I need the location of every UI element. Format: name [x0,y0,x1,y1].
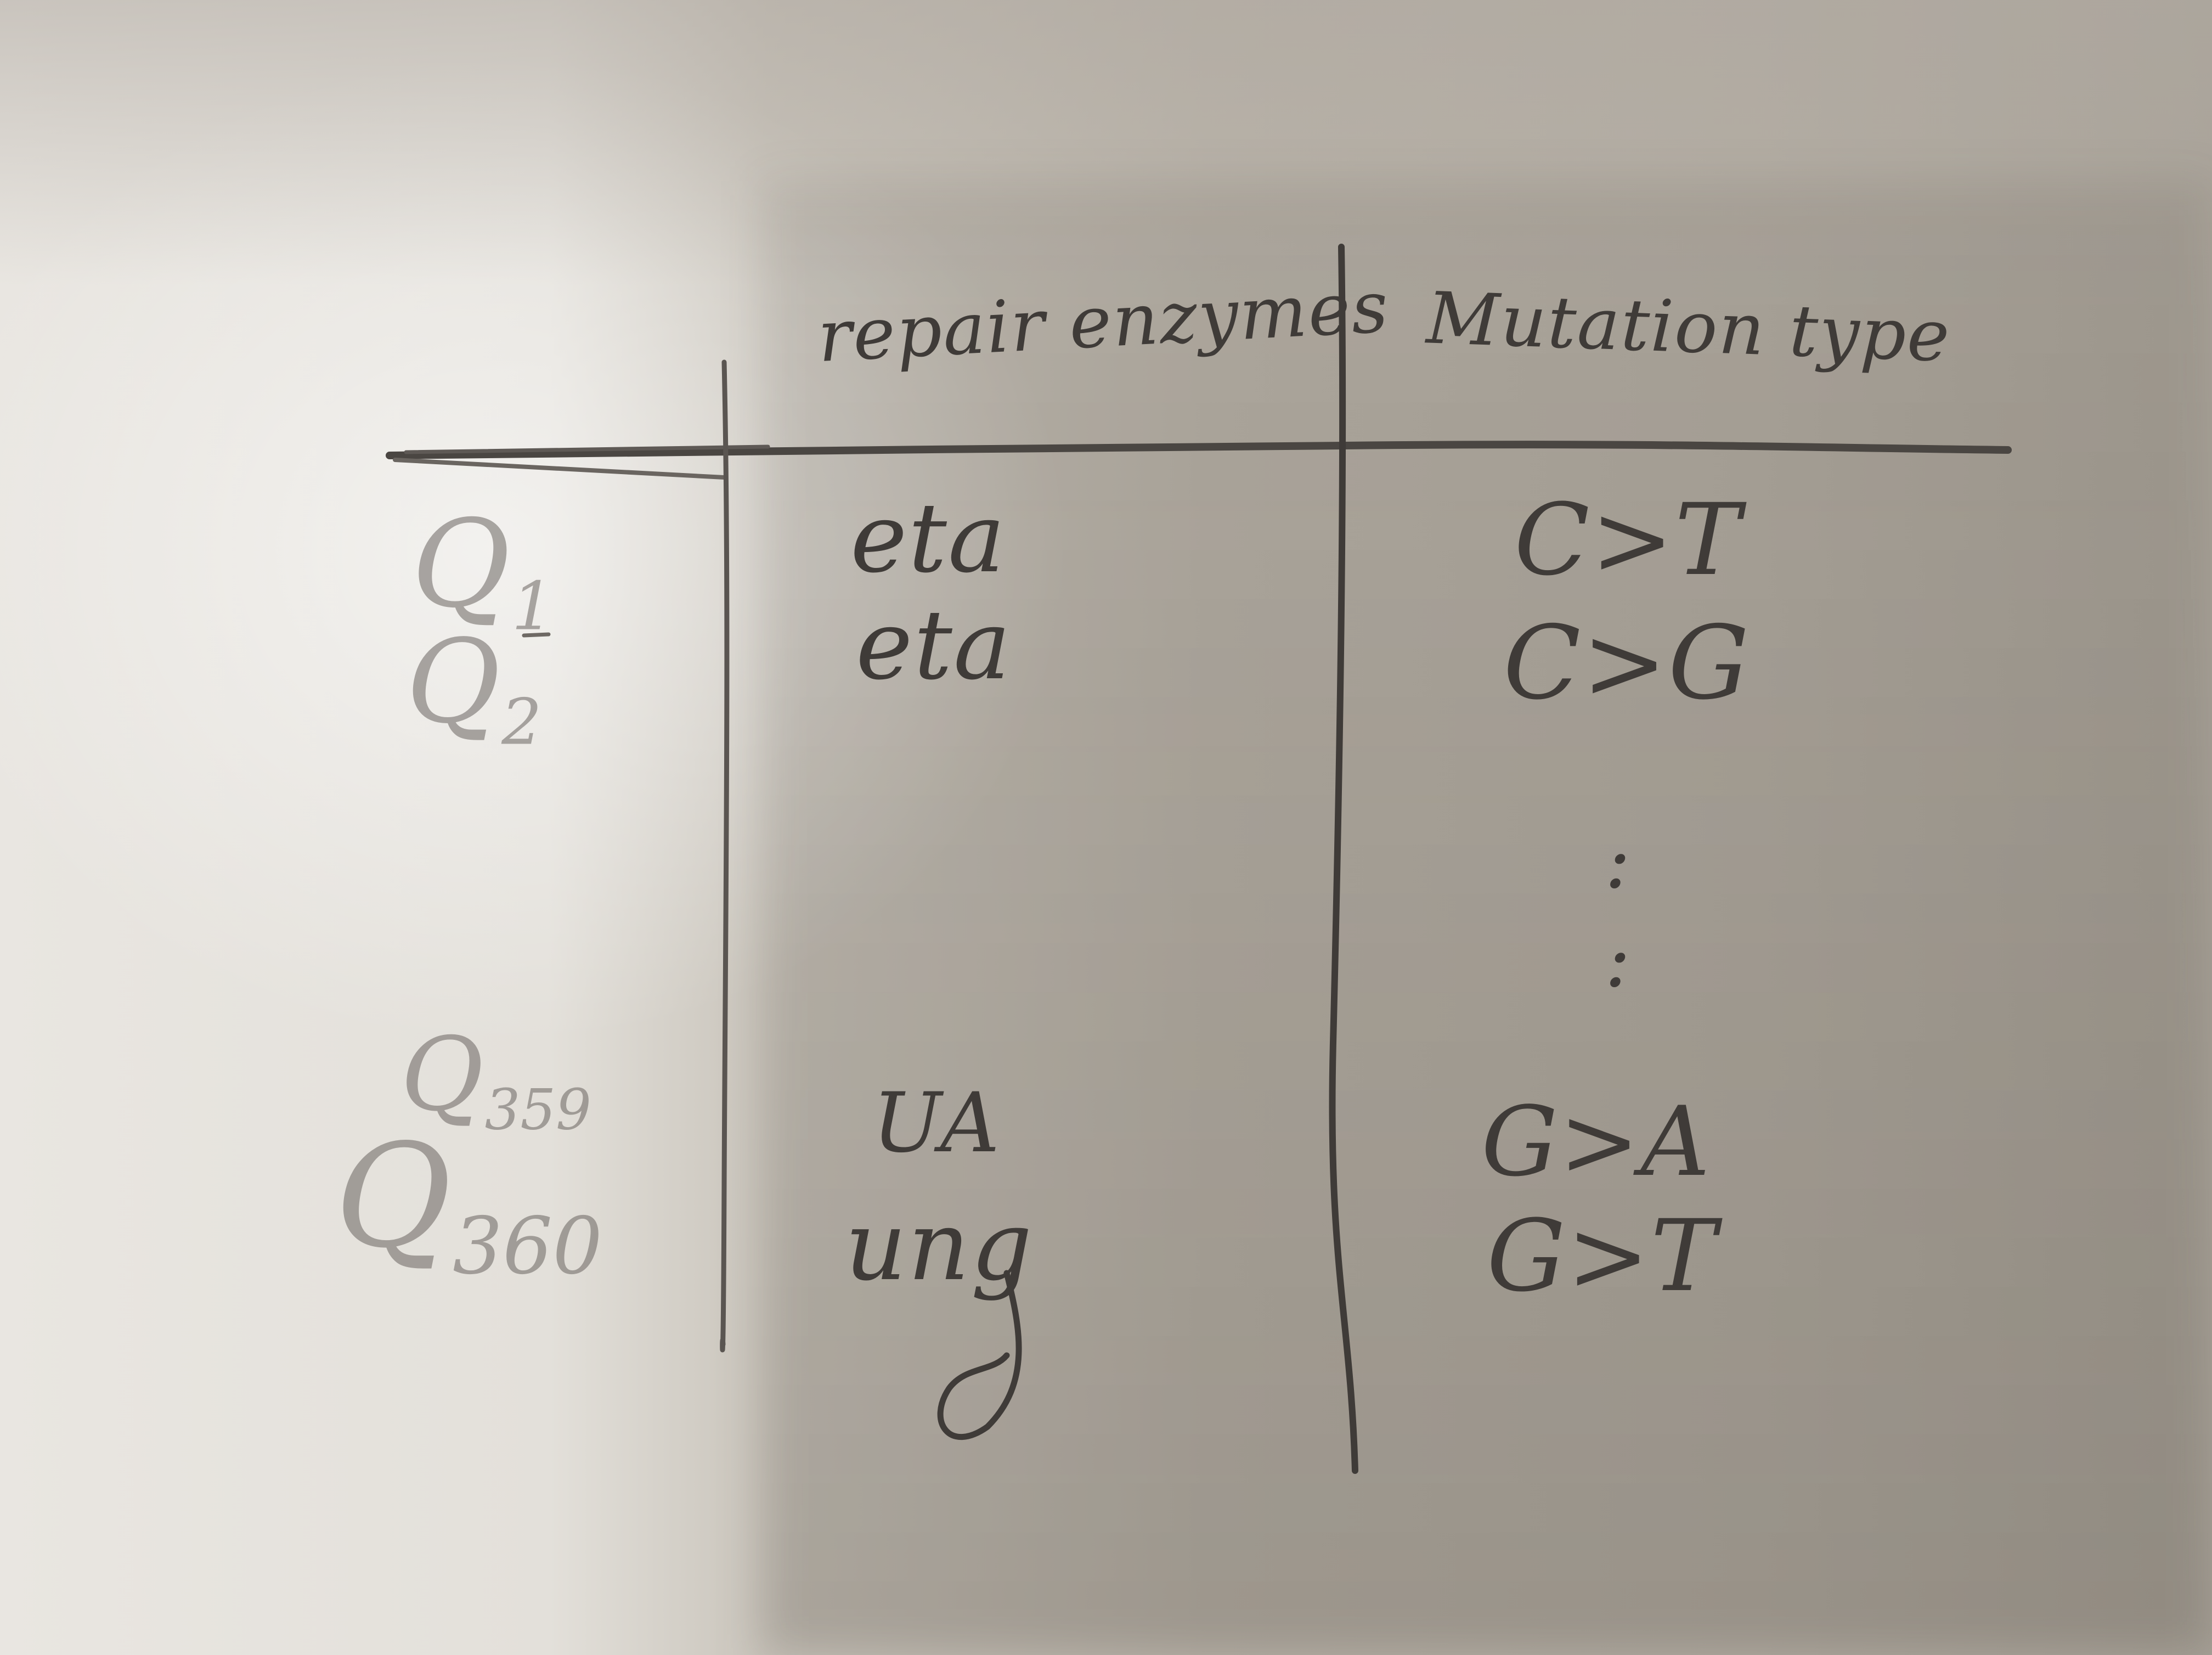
enzyme-cell-4: ung [845,1191,1034,1302]
header-rule [386,441,2012,459]
row-label-sub: 359 [484,1077,591,1142]
header-rule-overstroke-2 [404,444,770,454]
ellipsis-dots: : : [1605,812,1632,1010]
row-label-sub: 360 [453,1200,603,1292]
ellipsis-dot: : [1605,817,1632,906]
mutation-cell-3: G>A [1481,1087,1711,1198]
mutation-cell-2: C>G [1503,604,1751,722]
divider-right [1329,244,1358,1474]
divider-left [720,359,730,1353]
row-label-sub: 1 [511,567,554,645]
top-fade [0,0,2212,285]
ung-descender-loop [937,1270,1022,1440]
mutation-cell-4: G>T [1487,1199,1718,1314]
row-label-main: Q [406,615,502,749]
enzyme-cell-1: eta [850,483,1007,594]
mutation-cell-1: C>T [1514,483,1742,598]
row-label-3: Q359 [400,1015,591,1142]
row-label-main: Q [400,1015,485,1134]
row-label-sub: 2 [501,685,542,759]
row-label-main: Q [335,1114,453,1280]
enzyme-cell-2: eta [856,590,1012,701]
q1-mark [522,632,551,638]
row-label-2: Q2 [406,615,542,759]
row-label-4: Q360 [335,1114,602,1292]
row-label-main: Q [411,494,512,634]
header-rule-overstroke [393,458,726,480]
enzyme-cell-3: UA [872,1076,1001,1171]
row-label-1: Q1 [411,494,554,645]
ellipsis-dot: : [1605,915,1632,1005]
